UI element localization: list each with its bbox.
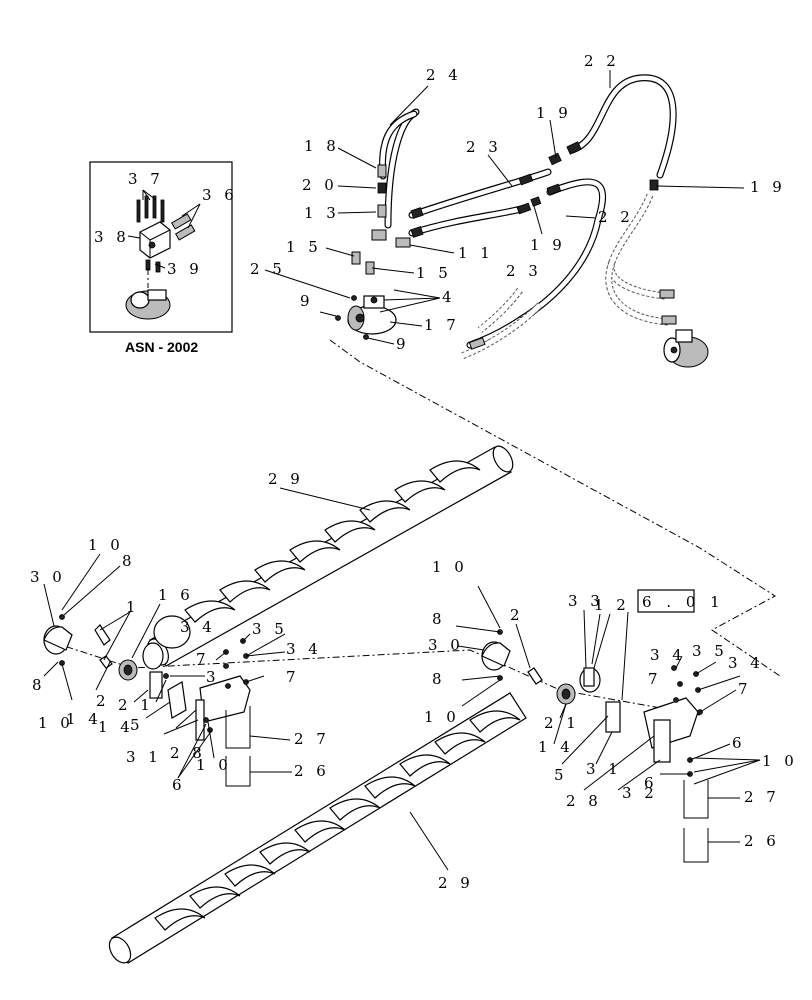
lower-auger-flights [154,710,521,931]
callout-33: 3 3 [568,592,604,610]
callout-11: 1 1 [458,244,494,262]
callout-34: 3 4 [286,640,322,658]
lower-auger [108,692,527,964]
callout-17: 1 7 [424,316,460,334]
callout-28: 2 8 [566,792,602,810]
callout-23: 2 3 [506,262,542,280]
callout-27: 2 7 [294,730,330,748]
callout-9: 9 [396,335,410,353]
callout-22: 2 2 [584,52,620,70]
callout-24: 2 4 [426,66,462,84]
hydraulic-motor-alt [663,329,709,368]
callout-8: 8 [32,676,46,694]
callout-10: 1 0 [38,714,74,732]
callout-35: 3 5 [692,642,728,660]
inset-motor [125,268,171,320]
upper-auger-flights [184,460,481,623]
inset-label: ASN - 2002 [125,339,198,355]
callout-19: 1 9 [750,178,786,196]
hydraulic-hoses [378,74,677,360]
callout-14: 1 4 [66,710,102,728]
callout-12: 1 2 [594,596,630,614]
callout-7: 7 [648,670,662,688]
callout-22: 2 2 [598,208,634,226]
left-shaft-end [142,642,164,670]
callout-14: 1 4 [538,738,574,756]
callout-18: 1 8 [304,137,340,155]
callout-10: 1 0 [88,536,124,554]
callout-8: 8 [122,552,136,570]
hydraulic-motor [335,295,397,340]
callout-5: 5 [554,766,568,784]
callout-3: 3 [206,668,220,686]
callout-32: 3 2 [622,784,658,802]
inset-valve-block [139,221,171,259]
callout-38: 3 8 [94,228,130,246]
callout-21: 2 1 [544,714,580,732]
callout-29: 2 9 [438,874,474,892]
callout-30: 3 0 [428,636,464,654]
upper-auger [147,445,514,667]
inset-fittings [145,213,196,273]
callout-4: 4 [442,288,456,306]
callout-2: 2 [96,692,110,710]
callout-16: 1 6 [158,586,194,604]
callout-8: 8 [432,610,446,628]
callout-37: 3 7 [128,170,164,188]
callout-6: 6 [172,776,186,794]
callout-31: 3 1 [586,760,622,778]
callout-28: 2 8 [170,744,206,762]
callout-36: 3 6 [202,186,238,204]
callout-26: 2 6 [744,832,780,850]
callout-39: 3 9 [167,260,203,278]
callout-20: 2 0 [302,176,338,194]
right-bracket [643,697,699,749]
callout-26: 2 6 [294,762,330,780]
assembly-boundary-line [329,339,781,677]
callout-29: 2 9 [268,470,304,488]
callout-13: 1 3 [304,204,340,222]
callout-35: 3 5 [252,620,288,638]
right-plate [605,701,621,733]
callout-30: 3 0 [30,568,66,586]
callout-34: 3 4 [650,646,686,664]
callout-25: 2 5 [250,260,286,278]
callout-7: 7 [196,650,210,668]
callout-6: 6 [644,774,658,792]
callout-14: 1 4 [98,718,134,736]
callout-15: 1 5 [416,264,452,282]
reference-box-text: 6 . 0 1 [642,593,725,611]
callout-15: 1 5 [286,238,322,256]
callout-7: 7 [286,668,300,686]
callout-6: 6 [732,734,746,752]
callout-labels: 2 4 2 2 1 9 2 3 1 8 1 9 2 0 1 3 2 2 1 5 … [30,52,798,892]
hose-fittings [351,141,677,350]
callout-2: 2 [510,606,524,624]
inset-detail: ASN - 2002 [89,161,233,355]
reference-box [637,589,695,613]
callout-5: 5 [130,716,144,734]
callout-7: 7 [738,680,752,698]
callout-19: 1 9 [530,236,566,254]
callout-9: 9 [300,292,314,310]
callout-10: 1 0 [432,558,468,576]
callout-10: 1 0 [196,756,232,774]
callout-34: 3 4 [180,618,216,636]
leader-lines [43,70,761,871]
callout-31: 3 1 [126,748,162,766]
callout-19: 1 9 [536,104,572,122]
callout-10: 1 0 [424,708,460,726]
callout-8: 8 [432,670,446,688]
callout-23: 2 3 [466,138,502,156]
callout-27: 2 7 [744,788,780,806]
callout-21: 2 1 [118,696,154,714]
right-bearing-assembly [481,629,709,863]
callout-10: 1 0 [762,752,798,770]
left-plate [149,671,163,699]
callout-1: 1 [126,598,140,616]
callout-34: 3 4 [728,654,764,672]
inset-bolts [136,195,165,223]
